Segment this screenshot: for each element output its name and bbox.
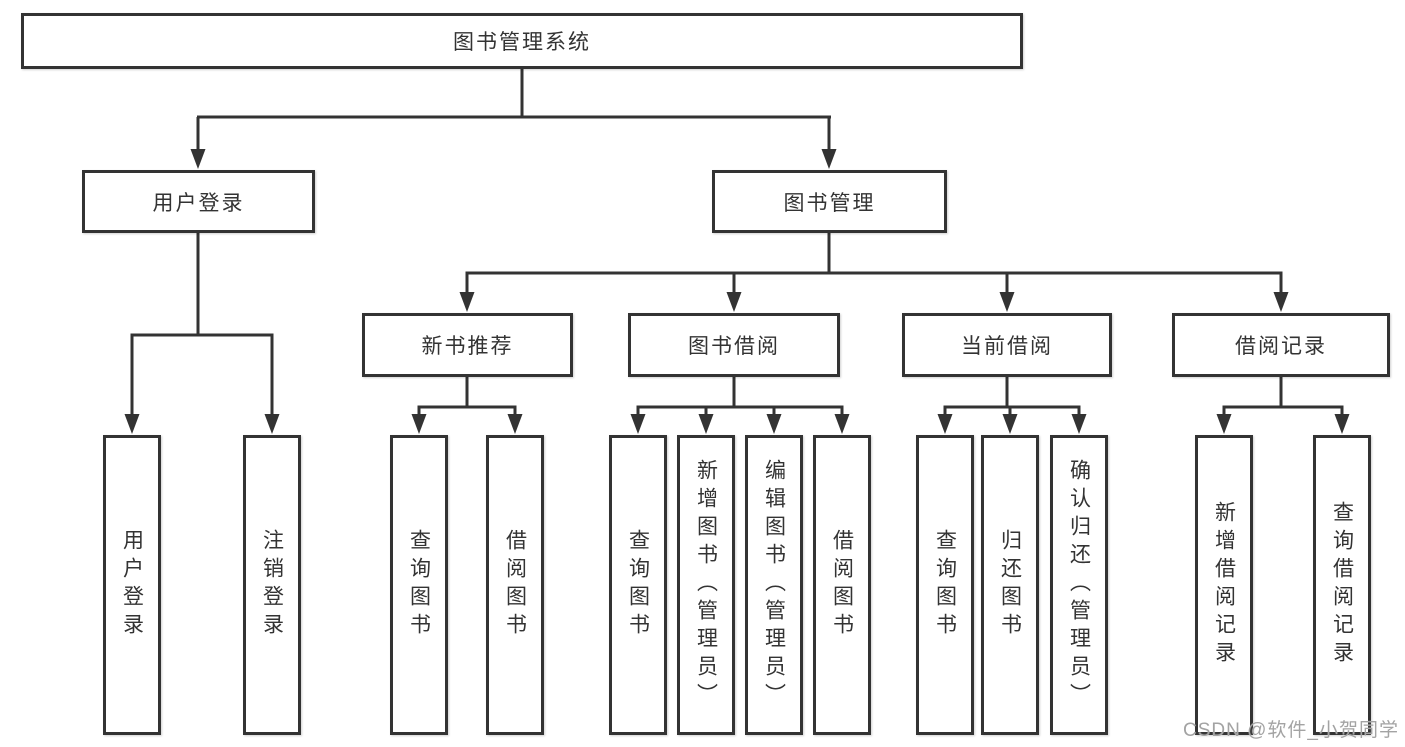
connector-user-login-children: [124, 233, 280, 434]
arrowhead: [630, 414, 646, 434]
leaf-return-book: 归还图书: [981, 435, 1039, 735]
leaf-user-login: 用户登录: [103, 435, 161, 735]
leaf-borrow-books: 借阅图书: [813, 435, 871, 735]
arrowhead: [1334, 414, 1350, 434]
leaf-label: 确认归还（管理员）: [1067, 459, 1091, 711]
leaf-label: 用户登录: [120, 529, 144, 641]
arrowhead: [264, 414, 280, 434]
arrowhead: [411, 414, 427, 434]
leaf-borrow-books-recommend: 借阅图书: [486, 435, 544, 735]
node-book-management: 图书管理: [712, 170, 947, 233]
connector-new-book-recommend-children: [411, 377, 523, 434]
watermark: CSDN @软件_小贺同学: [1183, 720, 1399, 741]
leaf-add-borrow-record: 新增借阅记录: [1195, 435, 1253, 735]
arrowhead: [821, 149, 837, 169]
arrowhead: [766, 414, 782, 434]
leaf-query-books-current: 查询图书: [916, 435, 974, 735]
arrowhead: [1071, 414, 1087, 434]
arrowhead: [190, 149, 206, 169]
node-new-book-recommend: 新书推荐: [362, 313, 573, 377]
leaf-label: 查询图书: [407, 529, 431, 641]
node-root: 图书管理系统: [21, 13, 1023, 69]
leaf-label: 借阅图书: [830, 529, 854, 641]
connector-root-to-level2: [190, 69, 837, 169]
arrowhead: [507, 414, 523, 434]
leaf-label: 查询借阅记录: [1330, 501, 1354, 669]
leaf-label: 注销登录: [260, 529, 284, 641]
leaf-query-borrow-record: 查询借阅记录: [1313, 435, 1371, 735]
connector-current-borrow-children: [937, 377, 1087, 434]
leaf-label: 查询图书: [626, 529, 650, 641]
leaf-query-books-recommend: 查询图书: [390, 435, 448, 735]
node-borrow-records: 借阅记录: [1172, 313, 1390, 377]
node-current-borrow: 当前借阅: [902, 313, 1112, 377]
leaf-label: 新增借阅记录: [1212, 501, 1236, 669]
leaf-query-books-borrow: 查询图书: [609, 435, 667, 735]
arrowhead: [999, 292, 1015, 312]
leaf-label: 借阅图书: [503, 529, 527, 641]
leaf-logout: 注销登录: [243, 435, 301, 735]
connector-book-management-children: [459, 233, 1289, 312]
arrowhead: [1273, 292, 1289, 312]
arrowhead: [124, 414, 140, 434]
arrowhead: [698, 414, 714, 434]
leaf-label: 新增图书（管理员）: [694, 459, 718, 711]
node-user-login: 用户登录: [82, 170, 315, 233]
leaf-edit-book-admin: 编辑图书（管理员）: [745, 435, 803, 735]
connector-borrow-records-children: [1216, 377, 1350, 434]
arrowhead: [834, 414, 850, 434]
leaf-confirm-return-admin: 确认归还（管理员）: [1050, 435, 1108, 735]
leaf-add-book-admin: 新增图书（管理员）: [677, 435, 735, 735]
arrowhead: [1216, 414, 1232, 434]
leaf-label: 编辑图书（管理员）: [762, 459, 786, 711]
arrowhead: [459, 292, 475, 312]
arrowhead: [937, 414, 953, 434]
leaf-label: 归还图书: [998, 529, 1022, 641]
leaf-label: 查询图书: [933, 529, 957, 641]
node-book-borrow: 图书借阅: [628, 313, 840, 377]
arrowhead: [726, 292, 742, 312]
connector-book-borrow-children: [630, 377, 850, 434]
arrowhead: [1002, 414, 1018, 434]
